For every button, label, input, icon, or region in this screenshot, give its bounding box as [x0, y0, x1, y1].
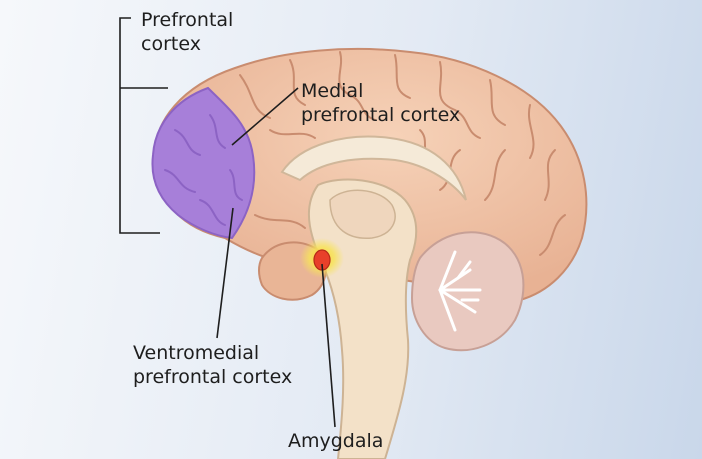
- medial-label-line1: Medial: [301, 80, 364, 102]
- amygdala-label-line1: Amygdala: [288, 430, 384, 452]
- medial-prefrontal-cortex-label: Medial prefrontal cortex: [301, 79, 460, 127]
- ventromedial-label-line1: Ventromedial: [133, 342, 260, 364]
- prefrontal-bracket: [119, 17, 168, 234]
- cerebellum-folia: [438, 250, 482, 332]
- prefrontal-label-line2: cortex: [141, 33, 201, 55]
- thalamus: [329, 189, 396, 239]
- medial-label-line2: prefrontal cortex: [301, 104, 461, 126]
- ventromedial-leader-line: [216, 207, 234, 339]
- prefrontal-cortex-label: Prefrontal cortex: [141, 8, 233, 56]
- prefrontal-label-line1: Prefrontal: [141, 9, 234, 31]
- amygdala-label: Amygdala: [288, 429, 383, 453]
- amygdala-leader-line: [321, 263, 336, 428]
- ventromedial-prefrontal-cortex-label: Ventromedial prefrontal cortex: [133, 341, 292, 389]
- corpus-callosum: [280, 135, 467, 201]
- prefrontal-gyri: [164, 114, 243, 226]
- prefrontal-cortex-region: [151, 86, 256, 240]
- medial-leader-line: [231, 87, 299, 146]
- ventromedial-label-line2: prefrontal cortex: [133, 366, 293, 388]
